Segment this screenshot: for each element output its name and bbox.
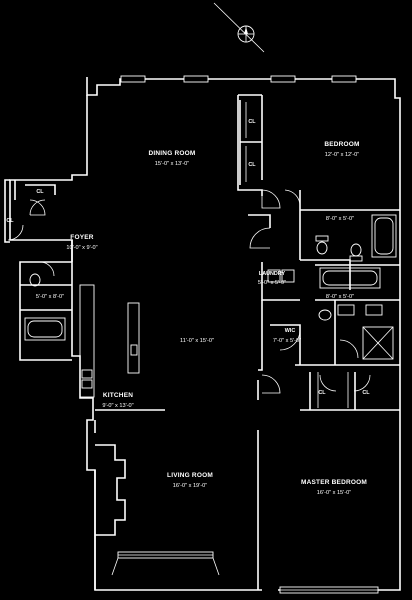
doors [7,189,371,394]
living-room-dim: 16'-0" x 19'-0" [173,483,207,489]
closet-label-top: CL [248,119,256,125]
master-bedroom-dim: 16'-0" x 15'-0" [317,490,351,496]
closet-label-master-2: CL [362,390,370,396]
closet-label-mid: CL [248,162,256,168]
dining-room-label: DINING ROOM [149,150,196,157]
laundry-label: LAUNDRY [259,271,286,277]
dining-room-dim: 15'-0" x 13'-0" [155,161,189,167]
foyer-label: FOYER [70,234,93,241]
laundry-dim: 5'-0" x 5'-0" [258,280,286,286]
bath-right-dim: 8'-0" x 5'-0" [326,216,354,222]
bottom-windows [111,551,379,594]
bedroom-label: BEDROOM [324,141,359,148]
master-bedroom-label: MASTER BEDROOM [301,479,367,486]
bedroom-dim: 12'-0" x 12'-0" [325,152,359,158]
living-room-label: LIVING ROOM [167,472,213,479]
bath-left-dim: 5'-0" x 8'-0" [36,294,64,300]
interior-walls [14,94,400,590]
compass-icon [213,2,265,53]
kitchen-label: KITCHEN [103,392,133,399]
wic-label: WIC [285,328,296,334]
closet-label-master-1: CL [318,390,326,396]
closet-label-foyer: CL [36,189,44,195]
wic-dim: 7'-0" x 5'-0" [273,338,301,344]
great-room-dim: 11'-0" x 15'-0" [180,338,214,344]
top-windows [120,75,357,83]
fixtures [24,102,397,408]
kitchen-dim: 9'-0" x 13'-0" [102,403,133,409]
closet-label-left: CL [6,218,14,224]
room-labels: DINING ROOM 15'-0" x 13'-0" BEDROOM 12'-… [6,119,370,496]
foyer-dim: 10'-0" x 9'-0" [66,245,97,251]
bath-mid-dim: 8'-0" x 5'-0" [326,294,354,300]
